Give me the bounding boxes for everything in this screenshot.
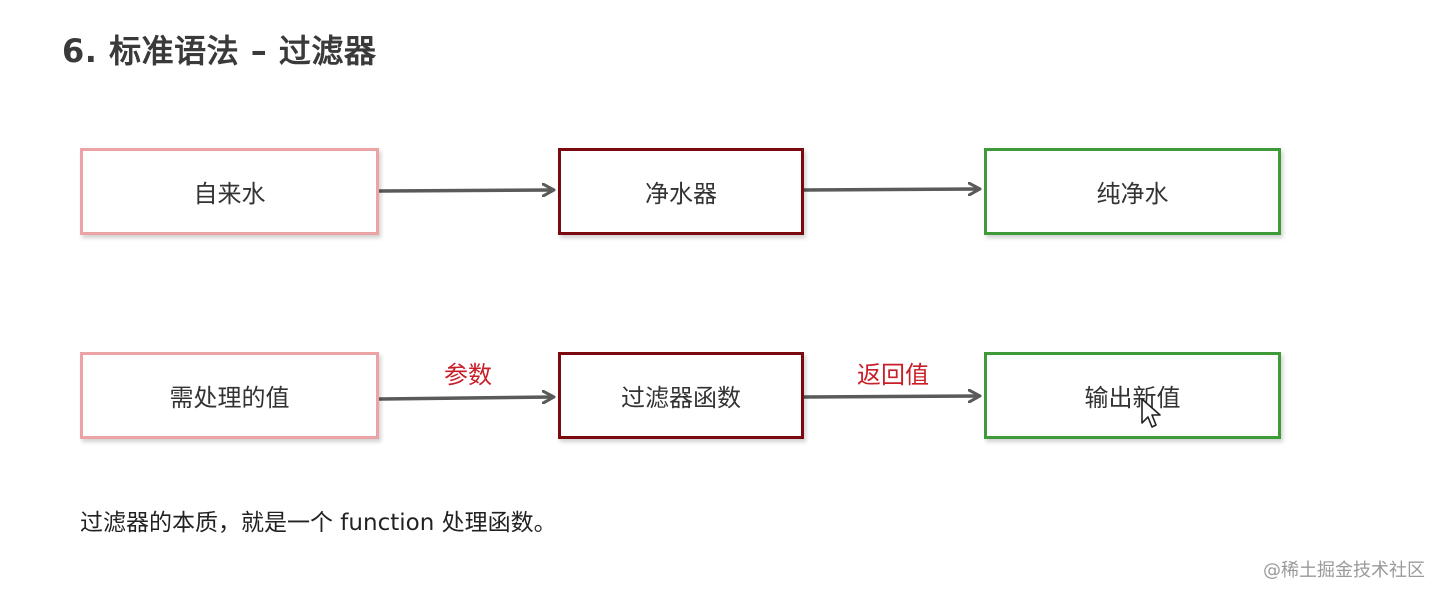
edge-label-return: 返回值 xyxy=(857,361,929,389)
box-input-value: 需处理的值 xyxy=(80,352,379,439)
watermark: @稀土掘金技术社区 xyxy=(1263,560,1425,581)
box-water-purifier: 净水器 xyxy=(558,148,804,235)
box-pure-water: 纯净水 xyxy=(984,148,1281,235)
box-output-value: 输出新值 xyxy=(984,352,1281,439)
arrow-row2-source-to-filter xyxy=(378,397,553,399)
arrow-row2-filter-to-output xyxy=(803,396,979,397)
box-tap-water: 自来水 xyxy=(80,148,379,235)
page-title: 6. 标准语法 – 过滤器 xyxy=(62,32,377,70)
summary-note: 过滤器的本质，就是一个 function 处理函数。 xyxy=(80,510,557,536)
box-filter-function: 过滤器函数 xyxy=(558,352,804,439)
hand-pointer-icon xyxy=(1141,398,1161,428)
arrow-row1-source-to-filter xyxy=(378,190,553,191)
edge-label-param: 参数 xyxy=(444,361,492,389)
arrow-row1-filter-to-output xyxy=(803,189,979,190)
